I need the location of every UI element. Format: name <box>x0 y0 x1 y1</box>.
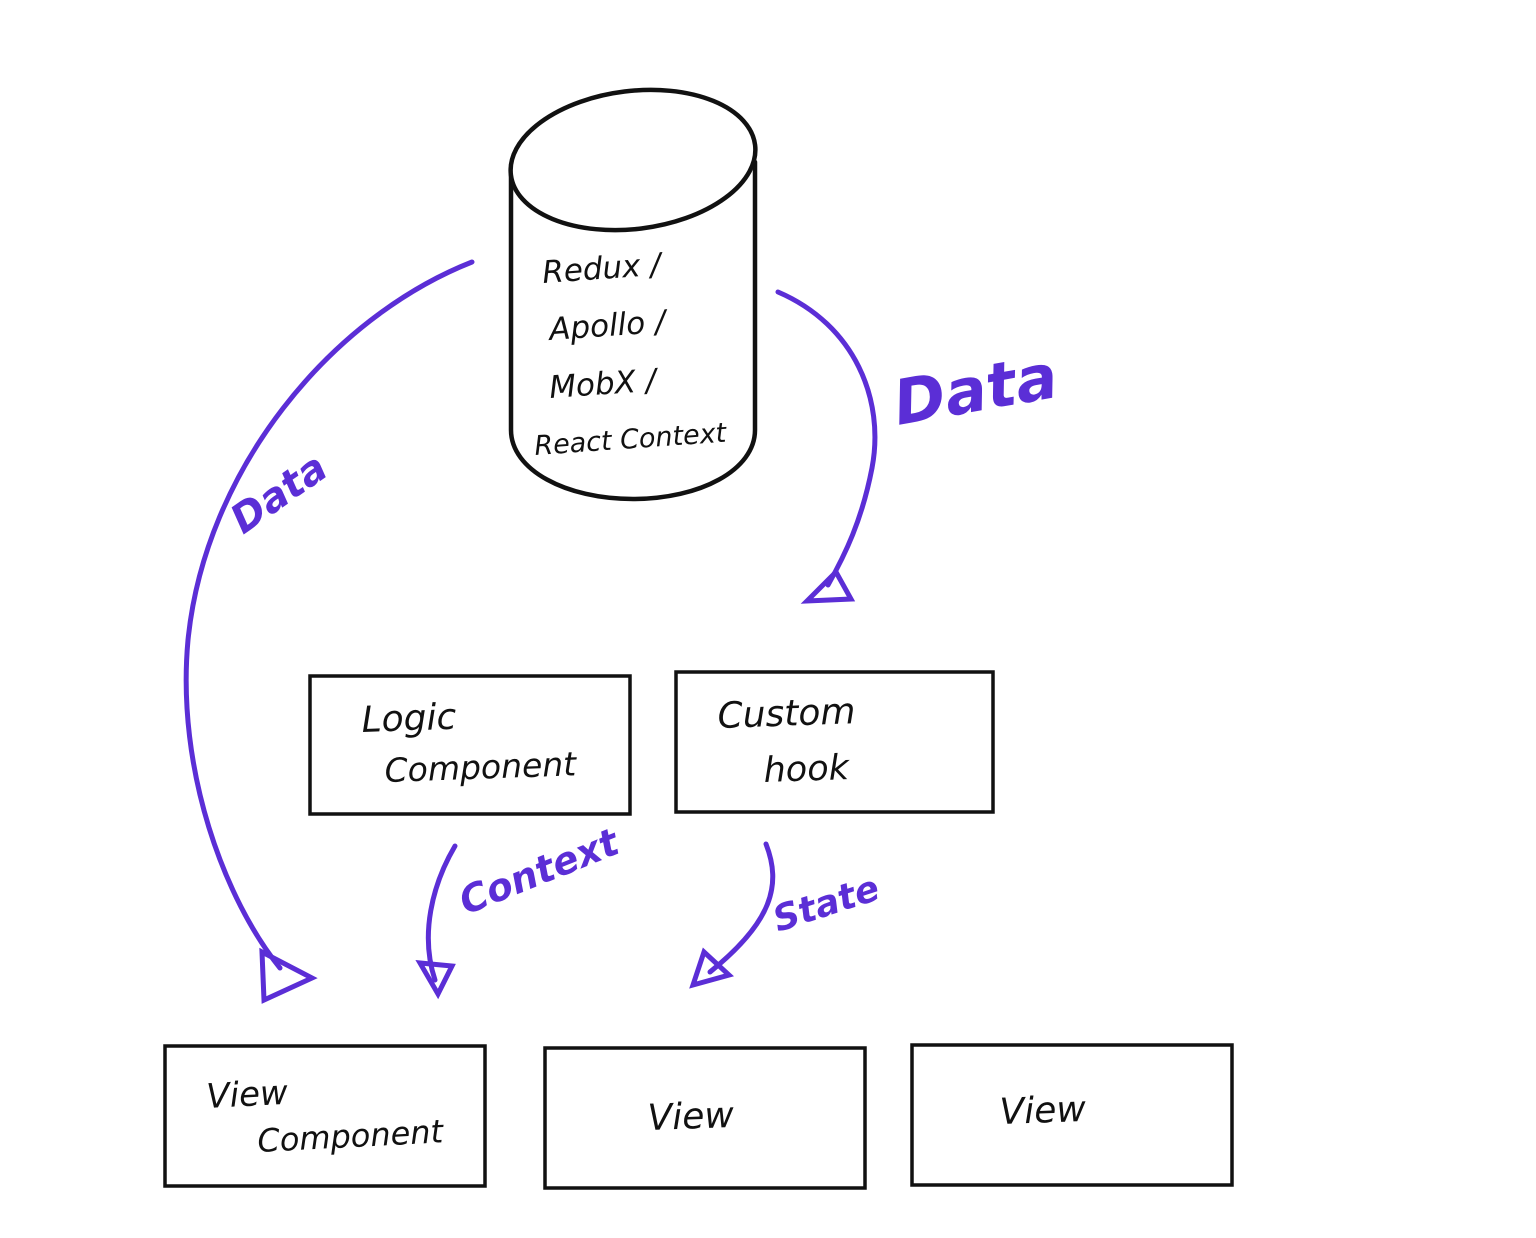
store-line-1: Redux / <box>541 247 665 291</box>
arrowhead-context <box>415 960 456 1000</box>
store-line-4: React Context <box>533 418 728 462</box>
logic-component-node: Logic Component <box>308 674 632 816</box>
cylinder-top <box>508 87 758 233</box>
logic-component-label-line2: Component <box>384 744 578 790</box>
arrow-context <box>425 843 458 983</box>
custom-hook-node: Custom hook <box>674 670 995 814</box>
cylinder-body <box>508 159 758 502</box>
label-state: State <box>768 868 884 941</box>
view-2-box <box>543 1046 867 1190</box>
view-component-box <box>163 1044 487 1188</box>
custom-hook-box <box>674 670 995 814</box>
label-context: Context <box>453 819 627 923</box>
label-data-left: Data <box>222 445 335 544</box>
arrowhead-data-right <box>800 567 856 604</box>
view-component-label-line1: View <box>205 1073 289 1117</box>
store-cylinder: Redux / Apollo / MobX / React Context <box>508 87 758 502</box>
label-data-right: Data <box>888 339 1063 440</box>
logic-component-label-line1: Logic <box>361 697 457 741</box>
logic-component-box <box>308 674 632 816</box>
store-line-2: Apollo / <box>546 304 670 348</box>
view-component-node: View Component <box>163 1044 487 1188</box>
view-2-label: View <box>647 1095 735 1139</box>
arrowhead-data-left <box>259 947 318 1004</box>
view-3-node: View <box>910 1043 1234 1187</box>
arrowhead-state <box>689 947 735 989</box>
view-2-node: View <box>543 1046 867 1190</box>
view-3-box <box>910 1043 1234 1187</box>
arrow-data-right <box>775 289 878 588</box>
arrows-layer <box>183 259 878 1004</box>
custom-hook-label-line2: hook <box>763 748 851 791</box>
arrow-data-left <box>183 259 475 971</box>
store-line-3: MobX / <box>548 362 661 406</box>
custom-hook-label-line1: Custom <box>717 691 856 737</box>
view-3-label: View <box>999 1089 1087 1133</box>
arrow-state <box>707 841 776 975</box>
